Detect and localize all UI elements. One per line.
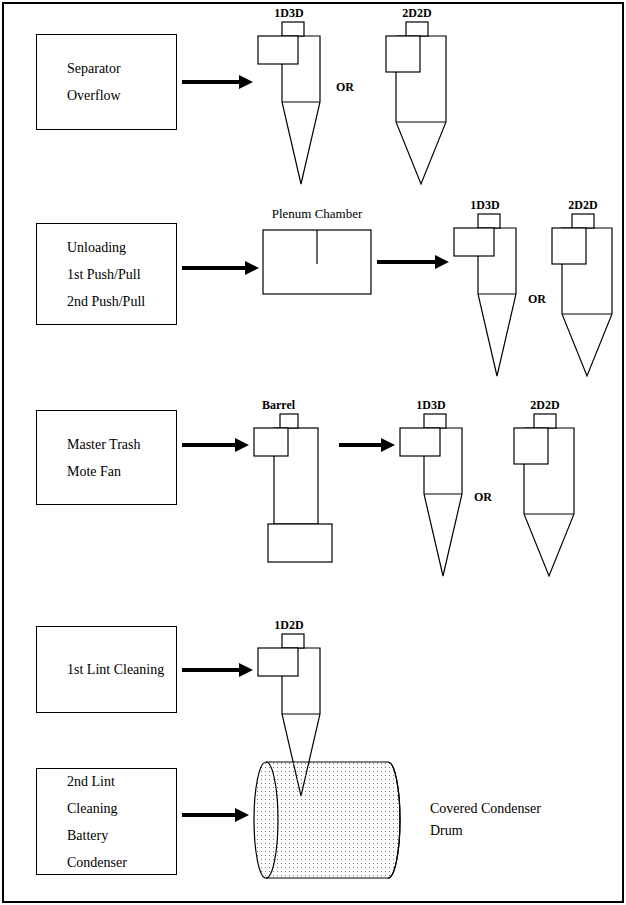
flow-arrow (182, 663, 253, 677)
cyclone-seam (282, 713, 320, 714)
flow-arrow (377, 255, 449, 269)
part-label: 2D2D (384, 6, 450, 21)
barrel-separator: Barrel (252, 398, 334, 564)
box-text: 2nd Lint Cleaning (67, 768, 168, 822)
shape-outline (398, 398, 464, 578)
part-label: 2D2D (512, 398, 578, 413)
cyclone-collector: 2D2D (550, 198, 616, 378)
part-label: 1D3D (452, 198, 518, 213)
outlet-pipe (424, 414, 446, 428)
inlet-duct (400, 428, 440, 456)
arrow-head (239, 663, 253, 677)
arrow-head (235, 808, 249, 822)
process-box: Unloading1st Push/Pull2nd Push/Pull (36, 223, 177, 325)
inlet-duct (552, 228, 586, 264)
shape-outline (512, 398, 578, 578)
flow-arrow (182, 438, 249, 452)
process-box: 2nd Lint CleaningBattery Condenser (36, 768, 177, 875)
part-label: Barrel (252, 398, 334, 413)
shape-outline (452, 198, 518, 378)
inlet-duct (258, 36, 298, 64)
cyclone-collector: 1D3D (398, 398, 464, 578)
outlet-pipe (282, 634, 304, 648)
box-text: Mote Fan (67, 458, 168, 485)
inlet-duct (514, 428, 548, 464)
or-label: OR (528, 292, 546, 307)
cyclone-collector: 1D3D (256, 6, 322, 186)
shape-outline (252, 398, 334, 564)
plenum-chamber: Plenum Chamber (262, 206, 372, 296)
process-box: Separator Overflow (36, 34, 177, 130)
outlet-pipe (478, 214, 500, 228)
cyclone-seam (424, 493, 462, 494)
cyclone-seam (396, 121, 446, 122)
part-label: 1D3D (398, 398, 464, 413)
box-text: Separator Overflow (67, 55, 147, 109)
arrow-shaft (182, 668, 241, 672)
outlet-pipe (534, 414, 556, 428)
arrow-head (245, 261, 259, 275)
box-text: 1st Lint Cleaning (67, 656, 168, 683)
process-box: Master TrashMote Fan (36, 410, 177, 505)
cyclone-seam (478, 293, 516, 294)
arrow-shaft (182, 813, 237, 817)
arrow-shaft (182, 443, 237, 447)
drum-shell (254, 762, 400, 878)
inlet-duct (386, 36, 420, 72)
cyclone-collector: 1D3D (452, 198, 518, 378)
part-label: Plenum Chamber (262, 206, 372, 221)
outlet-pipe (282, 22, 304, 36)
or-label: OR (336, 80, 354, 95)
drum-rim (266, 762, 278, 878)
box-text: Master Trash (67, 431, 168, 458)
flow-arrow (182, 75, 253, 89)
drum-rim (388, 762, 400, 878)
flow-arrow (182, 808, 249, 822)
shape-outline (252, 758, 404, 883)
inlet-duct (254, 428, 288, 456)
part-label: 2D2D (550, 198, 616, 213)
arrow-head (239, 75, 253, 89)
cyclone-collector: 2D2D (384, 6, 450, 186)
inlet-duct (258, 648, 298, 676)
cyclone-collector: 2D2D (512, 398, 578, 578)
cyclone-seam (562, 313, 612, 314)
shape-outline (384, 6, 450, 186)
condenser-drum: Covered Condenser Drum (252, 758, 582, 883)
or-label: OR (474, 490, 492, 505)
shape-outline (256, 6, 322, 186)
flow-arrow (182, 261, 259, 275)
outlet-pipe (280, 414, 298, 428)
arrow-head (381, 438, 395, 452)
cyclone-seam (524, 513, 574, 514)
arrow-head (435, 255, 449, 269)
box-text: 2nd Push/Pull (67, 288, 168, 315)
arrow-shaft (182, 266, 247, 270)
baffle (316, 230, 317, 264)
box-text: Battery Condenser (67, 822, 168, 876)
flow-arrow (339, 438, 395, 452)
arrow-shaft (377, 260, 437, 264)
arrow-head (235, 438, 249, 452)
inlet-duct (454, 228, 494, 256)
outlet-pipe (406, 22, 428, 36)
drum-label: Covered Condenser Drum (430, 798, 565, 842)
outlet-pipe (572, 214, 594, 228)
cyclone-seam (282, 101, 320, 102)
box-text: Unloading (67, 234, 168, 261)
process-box: 1st Lint Cleaning (36, 626, 177, 713)
barrel-base (268, 524, 332, 562)
arrow-shaft (339, 443, 383, 447)
shape-outline (550, 198, 616, 378)
part-label: 1D2D (256, 618, 322, 633)
box-text: 1st Push/Pull (67, 261, 168, 288)
arrow-shaft (182, 80, 241, 84)
part-label: 1D3D (256, 6, 322, 21)
chamber-outline (263, 230, 371, 294)
